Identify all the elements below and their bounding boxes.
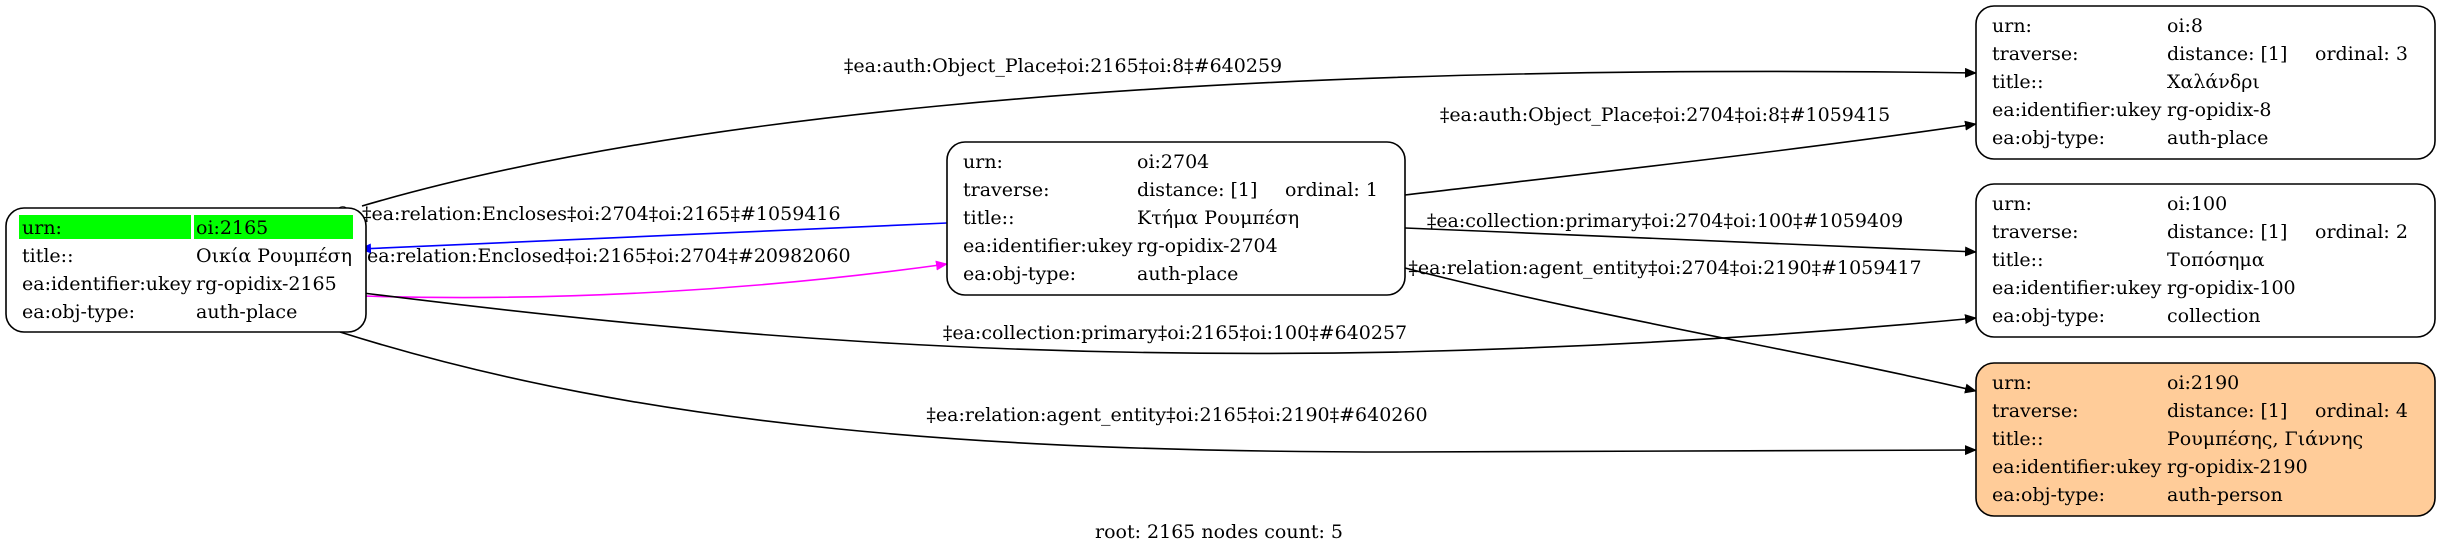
edge-2704-to-2190[interactable] — [1404, 267, 1977, 394]
node-2704-key: title:: — [963, 207, 1014, 229]
node-2190-box — [1975, 362, 2436, 517]
edge-label-2165-to-2704: I2: ‡ea:relation:Enclosed‡oi:2165‡oi:270… — [325, 245, 850, 267]
edge-2704-to-100[interactable] — [1404, 227, 1977, 257]
node-2190-key: title:: — [1992, 428, 2043, 450]
node-2704-key: traverse: — [963, 179, 1050, 201]
edge-label-2704-to-2165: 2: ‡ea:relation:Encloses‡oi:2704‡oi:2165… — [337, 203, 840, 225]
node-2190-value: auth-person — [2167, 484, 2283, 506]
node-2190[interactable]: urn: oi:2190 traverse: distance: [1] ord… — [1975, 362, 2436, 517]
edge-2165-to-8[interactable] — [361, 67, 1977, 207]
node-2704-extra: ordinal: 1 — [1285, 179, 1378, 201]
node-100-key: urn: — [1992, 193, 2032, 215]
node-100-key: title:: — [1992, 249, 2043, 271]
node-8-key: ea:identifier:ukey — [1992, 99, 2162, 121]
node-8-value: oi:8 — [2167, 15, 2203, 37]
node-8-box — [1975, 5, 2436, 160]
root-urn-value-highlight — [194, 215, 353, 239]
node-2165[interactable]: urn: oi:2165 title:: Οικία Ρουμπέση ea:i… — [5, 207, 367, 333]
edges-layer: ‡ea:auth:Object_Place‡oi:2165‡oi:8‡#6402… — [325, 55, 1977, 456]
node-100-value: collection — [2167, 305, 2261, 327]
root-urn-key-highlight — [19, 215, 191, 239]
graph-footer: root: 2165 nodes count: 5 — [1095, 521, 1343, 543]
node-2704-value: distance: [1] — [1137, 179, 1257, 201]
node-2190-value: distance: [1] — [2167, 400, 2287, 422]
node-8-key: urn: — [1992, 15, 2032, 37]
node-8-value: distance: [1] — [2167, 43, 2287, 65]
node-2704-value: oi:2704 — [1137, 151, 1209, 173]
node-2190-value: rg-opidix-2190 — [2167, 456, 2308, 478]
node-100-key: ea:obj-type: — [1992, 305, 2105, 327]
edge-label-2165-to-8: ‡ea:auth:Object_Place‡oi:2165‡oi:8‡#6402… — [844, 55, 1282, 77]
node-2165-value: Οικία Ρουμπέση — [196, 245, 352, 267]
node-8-key: ea:obj-type: — [1992, 127, 2105, 149]
node-2704-key: ea:identifier:ukey — [963, 235, 1133, 257]
edge-label-2704-to-2190: ‡ea:relation:agent_entity‡oi:2704‡oi:219… — [1408, 257, 1921, 279]
node-100-value: Τοπόσημα — [2167, 249, 2265, 271]
node-8-key: traverse: — [1992, 43, 2079, 65]
node-2704-box — [946, 141, 1406, 296]
node-100-value: distance: [1] — [2167, 221, 2287, 243]
node-8-key: title:: — [1992, 71, 2043, 93]
node-100-value: oi:100 — [2167, 193, 2227, 215]
node-100-box — [1975, 183, 2436, 338]
node-2190-extra: ordinal: 4 — [2315, 400, 2408, 422]
node-2704-key: ea:obj-type: — [963, 263, 1076, 285]
node-8-value: Χαλάνδρι — [2167, 71, 2260, 93]
node-2165-key: title:: — [22, 245, 73, 267]
node-8-value: auth-place — [2167, 127, 2268, 149]
node-8[interactable]: urn: oi:8 traverse: distance: [1] ordina… — [1975, 5, 2436, 160]
node-2190-key: ea:obj-type: — [1992, 484, 2105, 506]
node-2190-key: traverse: — [1992, 400, 2079, 422]
node-2190-key: ea:identifier:ukey — [1992, 456, 2162, 478]
node-2165-value: auth-place — [196, 301, 297, 323]
edge-label-2704-to-100: ‡ea:collection:primary‡oi:2704‡oi:100‡#1… — [1427, 210, 1903, 232]
edge-2165-to-2190[interactable] — [339, 331, 1977, 456]
node-2165-key: ea:identifier:ukey — [22, 273, 192, 295]
node-100-key: ea:identifier:ukey — [1992, 277, 2162, 299]
node-2704-value: auth-place — [1137, 263, 1238, 285]
node-2165-key: ea:obj-type: — [22, 301, 135, 323]
node-2704-value: rg-opidix-2704 — [1137, 235, 1278, 257]
node-100-value: rg-opidix-100 — [2167, 277, 2296, 299]
edge-label-2165-to-100: ‡ea:collection:primary‡oi:2165‡oi:100‡#6… — [943, 322, 1407, 344]
node-2190-value: oi:2190 — [2167, 372, 2239, 394]
node-2704[interactable]: urn: oi:2704 traverse: distance: [1] ord… — [946, 141, 1406, 296]
edge-2165-to-100[interactable] — [362, 292, 1977, 355]
edge-label-2704-to-8: ‡ea:auth:Object_Place‡oi:2704‡oi:8‡#1059… — [1440, 104, 1890, 126]
edge-2165-to-2704[interactable] — [361, 260, 948, 299]
node-100-key: traverse: — [1992, 221, 2079, 243]
node-2165-key: urn: — [22, 217, 62, 239]
edge-label-2165-to-2190: ‡ea:relation:agent_entity‡oi:2165‡oi:219… — [926, 404, 1427, 426]
node-2704-key: urn: — [963, 151, 1003, 173]
node-2704-value: Κτήμα Ρουμπέση — [1137, 207, 1299, 229]
node-8-value: rg-opidix-8 — [2167, 99, 2271, 121]
node-100[interactable]: urn: oi:100 traverse: distance: [1] ordi… — [1975, 183, 2436, 338]
node-2190-value: Ρουμπέσης, Γιάννης — [2167, 428, 2363, 450]
node-2165-value: rg-opidix-2165 — [196, 273, 337, 295]
node-8-extra: ordinal: 3 — [2315, 43, 2408, 65]
edge-2704-to-8[interactable] — [1404, 120, 1977, 196]
node-2165-value: oi:2165 — [196, 217, 268, 239]
node-100-extra: ordinal: 2 — [2315, 221, 2408, 243]
node-2190-key: urn: — [1992, 372, 2032, 394]
edge-2704-to-2165[interactable] — [359, 222, 948, 254]
